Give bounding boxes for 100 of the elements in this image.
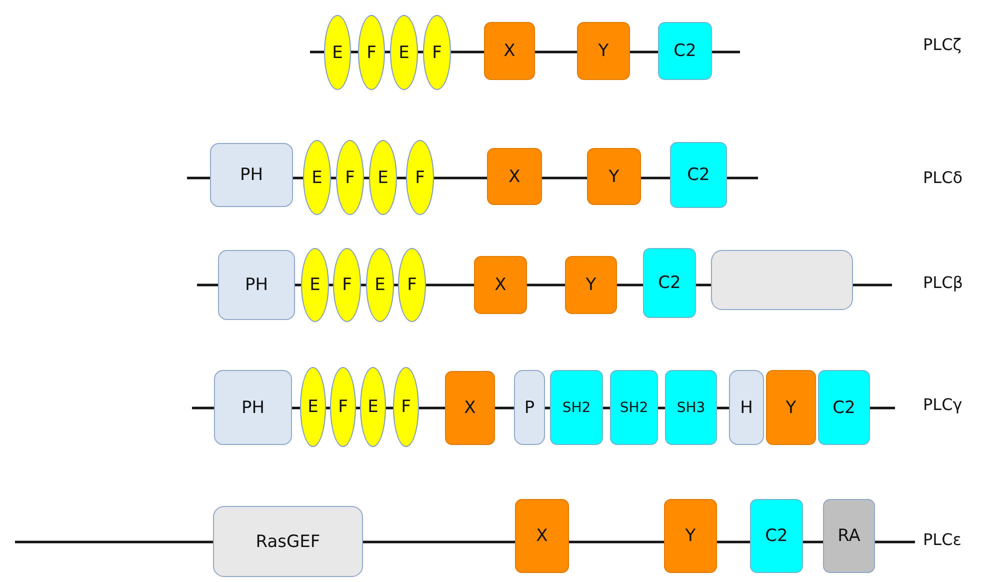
domain-box xyxy=(729,370,764,445)
backbone-line xyxy=(712,50,740,54)
domain-box xyxy=(750,499,803,573)
backbone-line xyxy=(197,284,218,286)
domain-label: Y xyxy=(586,275,596,295)
domain-label: E xyxy=(378,168,388,188)
backbone-line xyxy=(187,176,210,180)
domain-label: PH xyxy=(241,398,265,418)
domain-box xyxy=(487,148,542,205)
backbone-line xyxy=(527,284,565,286)
empty-domain-box xyxy=(711,250,853,310)
domain-label: E xyxy=(312,168,322,188)
domain-label: E xyxy=(332,42,343,62)
domain-box xyxy=(484,22,535,80)
domain-box xyxy=(514,370,545,445)
domain-label: F xyxy=(338,397,348,417)
domain-box xyxy=(565,256,617,314)
protein-name: PLCγ xyxy=(923,395,962,414)
backbone-line xyxy=(326,406,330,410)
domain-label: C2 xyxy=(674,41,696,61)
domain-box xyxy=(610,370,658,445)
backbone-line xyxy=(310,50,324,54)
backbone-line xyxy=(385,50,390,54)
domain-label: E xyxy=(398,42,410,62)
domain-label: H xyxy=(740,398,753,418)
protein-name: PLCβ xyxy=(923,273,963,292)
backbone-line xyxy=(641,176,670,180)
domain-label: RA xyxy=(838,526,860,546)
domain-box xyxy=(213,506,363,577)
domain-box xyxy=(474,256,527,314)
backbone-line xyxy=(569,540,664,544)
domain-box xyxy=(445,371,495,445)
domain-label: F xyxy=(415,168,425,188)
backbone-line xyxy=(495,406,514,410)
domain-box xyxy=(210,143,293,207)
backbone-line xyxy=(15,540,213,544)
domain-label: Y xyxy=(685,526,696,546)
domain-label: C2 xyxy=(658,273,681,293)
domain-label: C2 xyxy=(832,398,856,418)
domain-label: P xyxy=(524,398,535,418)
backbone-line xyxy=(329,284,333,286)
domain-box xyxy=(218,250,295,320)
domain-label: X xyxy=(508,166,520,186)
domain-label: F xyxy=(345,168,355,188)
domain-box xyxy=(818,370,870,445)
domain-label: SH2 xyxy=(620,400,648,416)
domain-label: RasGEF xyxy=(256,532,320,552)
backbone-line xyxy=(727,176,758,180)
protein-name: PLCζ xyxy=(923,35,962,54)
backbone-line xyxy=(364,176,369,180)
backbone-line xyxy=(331,176,336,180)
domain-box xyxy=(214,370,292,445)
backbone-line xyxy=(717,406,729,410)
backbone-line xyxy=(394,284,398,286)
domain-label: Y xyxy=(598,41,609,61)
domain-box xyxy=(658,22,712,80)
domain-label: PH xyxy=(240,165,264,185)
domain-label: F xyxy=(366,42,376,62)
backbone-line xyxy=(363,540,515,544)
backbone-line xyxy=(418,50,423,54)
backbone-line xyxy=(853,284,892,286)
backbone-line xyxy=(419,406,445,410)
domain-box xyxy=(665,370,717,445)
domain-box xyxy=(643,248,696,318)
backbone-line xyxy=(434,176,487,180)
domain-label: E xyxy=(374,275,386,295)
domain-label: Y xyxy=(786,398,796,418)
protein-name: PLCδ xyxy=(923,168,963,187)
domain-label: SH2 xyxy=(562,400,591,416)
backbone-line xyxy=(696,284,711,286)
backbone-line xyxy=(295,284,301,286)
backbone-line xyxy=(293,176,303,180)
domain-label: E xyxy=(308,397,318,417)
domain-box xyxy=(766,370,816,445)
domain-label: X xyxy=(464,398,476,418)
domain-box xyxy=(664,499,717,573)
domain-label: X xyxy=(494,275,506,295)
domain-box xyxy=(515,499,569,573)
domain-label: F xyxy=(407,275,417,295)
backbone-line xyxy=(397,176,406,180)
backbone-line xyxy=(192,406,214,410)
backbone-line xyxy=(426,284,474,286)
protein-name: PLCε xyxy=(923,530,962,549)
domain-label: Y xyxy=(608,166,620,186)
backbone-line xyxy=(386,406,393,410)
domain-box xyxy=(587,148,641,205)
backbone-line xyxy=(603,406,610,410)
backbone-line xyxy=(545,406,550,410)
backbone-line xyxy=(870,406,895,410)
domain-label: PH xyxy=(244,275,268,295)
backbone-line xyxy=(658,406,665,410)
backbone-line xyxy=(535,50,577,54)
domain-box xyxy=(670,142,727,208)
domain-box xyxy=(550,370,603,445)
backbone-line xyxy=(542,176,587,180)
domain-label: E xyxy=(310,275,320,295)
domain-label: X xyxy=(504,41,516,61)
backbone-line xyxy=(451,50,484,54)
backbone-line xyxy=(356,406,360,410)
domain-box xyxy=(577,22,630,80)
